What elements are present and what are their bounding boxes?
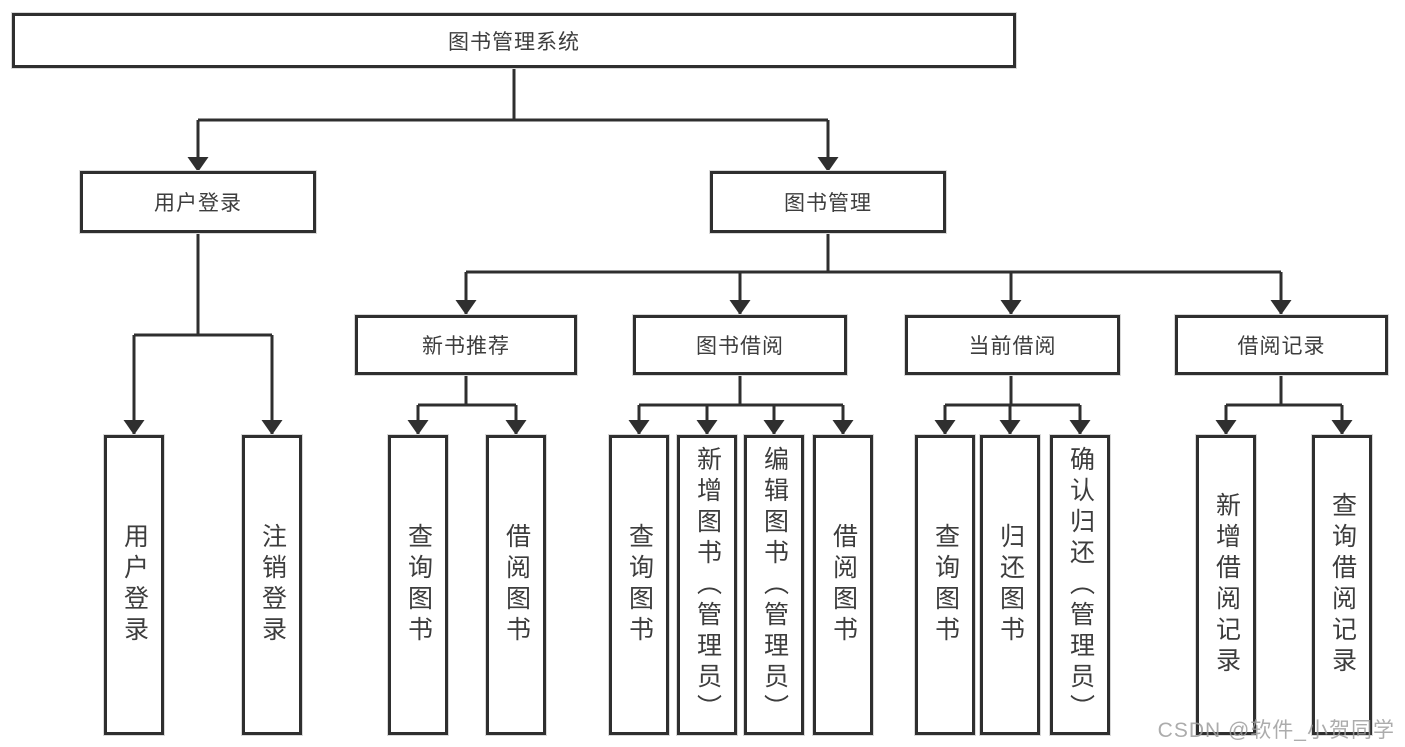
node-current-borrowing: 当前借阅 [905, 315, 1120, 375]
node-label: 查询图书 [931, 523, 960, 647]
leaf-query-borrow-record: 查询借阅记录 [1312, 435, 1372, 735]
leaf-confirm-return-admin: 确认归还（管理员） [1050, 435, 1110, 735]
node-label: 归还图书 [996, 523, 1025, 647]
leaf-query-books-recommend: 查询图书 [388, 435, 448, 735]
node-label: 新书推荐 [422, 335, 510, 358]
node-label: 当前借阅 [968, 335, 1057, 358]
node-book-borrowing: 图书借阅 [633, 315, 847, 375]
node-label: 借阅图书 [829, 523, 858, 647]
leaf-edit-books-admin: 编辑图书（管理员） [744, 435, 804, 735]
leaf-add-borrow-record: 新增借阅记录 [1196, 435, 1256, 735]
node-borrowing-records: 借阅记录 [1175, 315, 1388, 375]
node-label: 新增图书（管理员） [693, 445, 722, 725]
leaf-add-books-admin: 新增图书（管理员） [677, 435, 737, 735]
node-label: 查询图书 [404, 523, 433, 647]
node-label: 查询借阅记录 [1328, 492, 1357, 678]
node-label: 新增借阅记录 [1212, 492, 1241, 678]
node-label: 注销登录 [258, 523, 287, 647]
node-label: 图书管理 [784, 192, 872, 215]
node-label: 查询图书 [625, 523, 654, 647]
node-label: 借阅记录 [1237, 335, 1326, 358]
leaf-logout: 注销登录 [242, 435, 302, 735]
watermark: CSDN @软件_小贺同学 [1157, 719, 1395, 742]
leaf-query-books-current: 查询图书 [915, 435, 975, 735]
node-label: 用户登录 [120, 523, 149, 647]
node-book-management: 图书管理 [710, 171, 946, 233]
node-label: 图书借阅 [696, 335, 784, 358]
node-label: 编辑图书（管理员） [760, 445, 789, 725]
leaf-query-books-borrow: 查询图书 [609, 435, 669, 735]
leaf-borrow-books-recommend: 借阅图书 [486, 435, 546, 735]
node-label: 确认归还（管理员） [1066, 445, 1095, 725]
node-library-system: 图书管理系统 [12, 13, 1016, 68]
leaf-return-books: 归还图书 [980, 435, 1040, 735]
leaf-user-login: 用户登录 [104, 435, 164, 735]
leaf-borrow-books: 借阅图书 [813, 435, 873, 735]
node-new-book-recommendation: 新书推荐 [355, 315, 577, 375]
node-label: 借阅图书 [502, 523, 531, 647]
node-user-login: 用户登录 [80, 171, 316, 233]
node-label: 用户登录 [154, 192, 242, 215]
node-label: 图书管理系统 [448, 30, 580, 54]
